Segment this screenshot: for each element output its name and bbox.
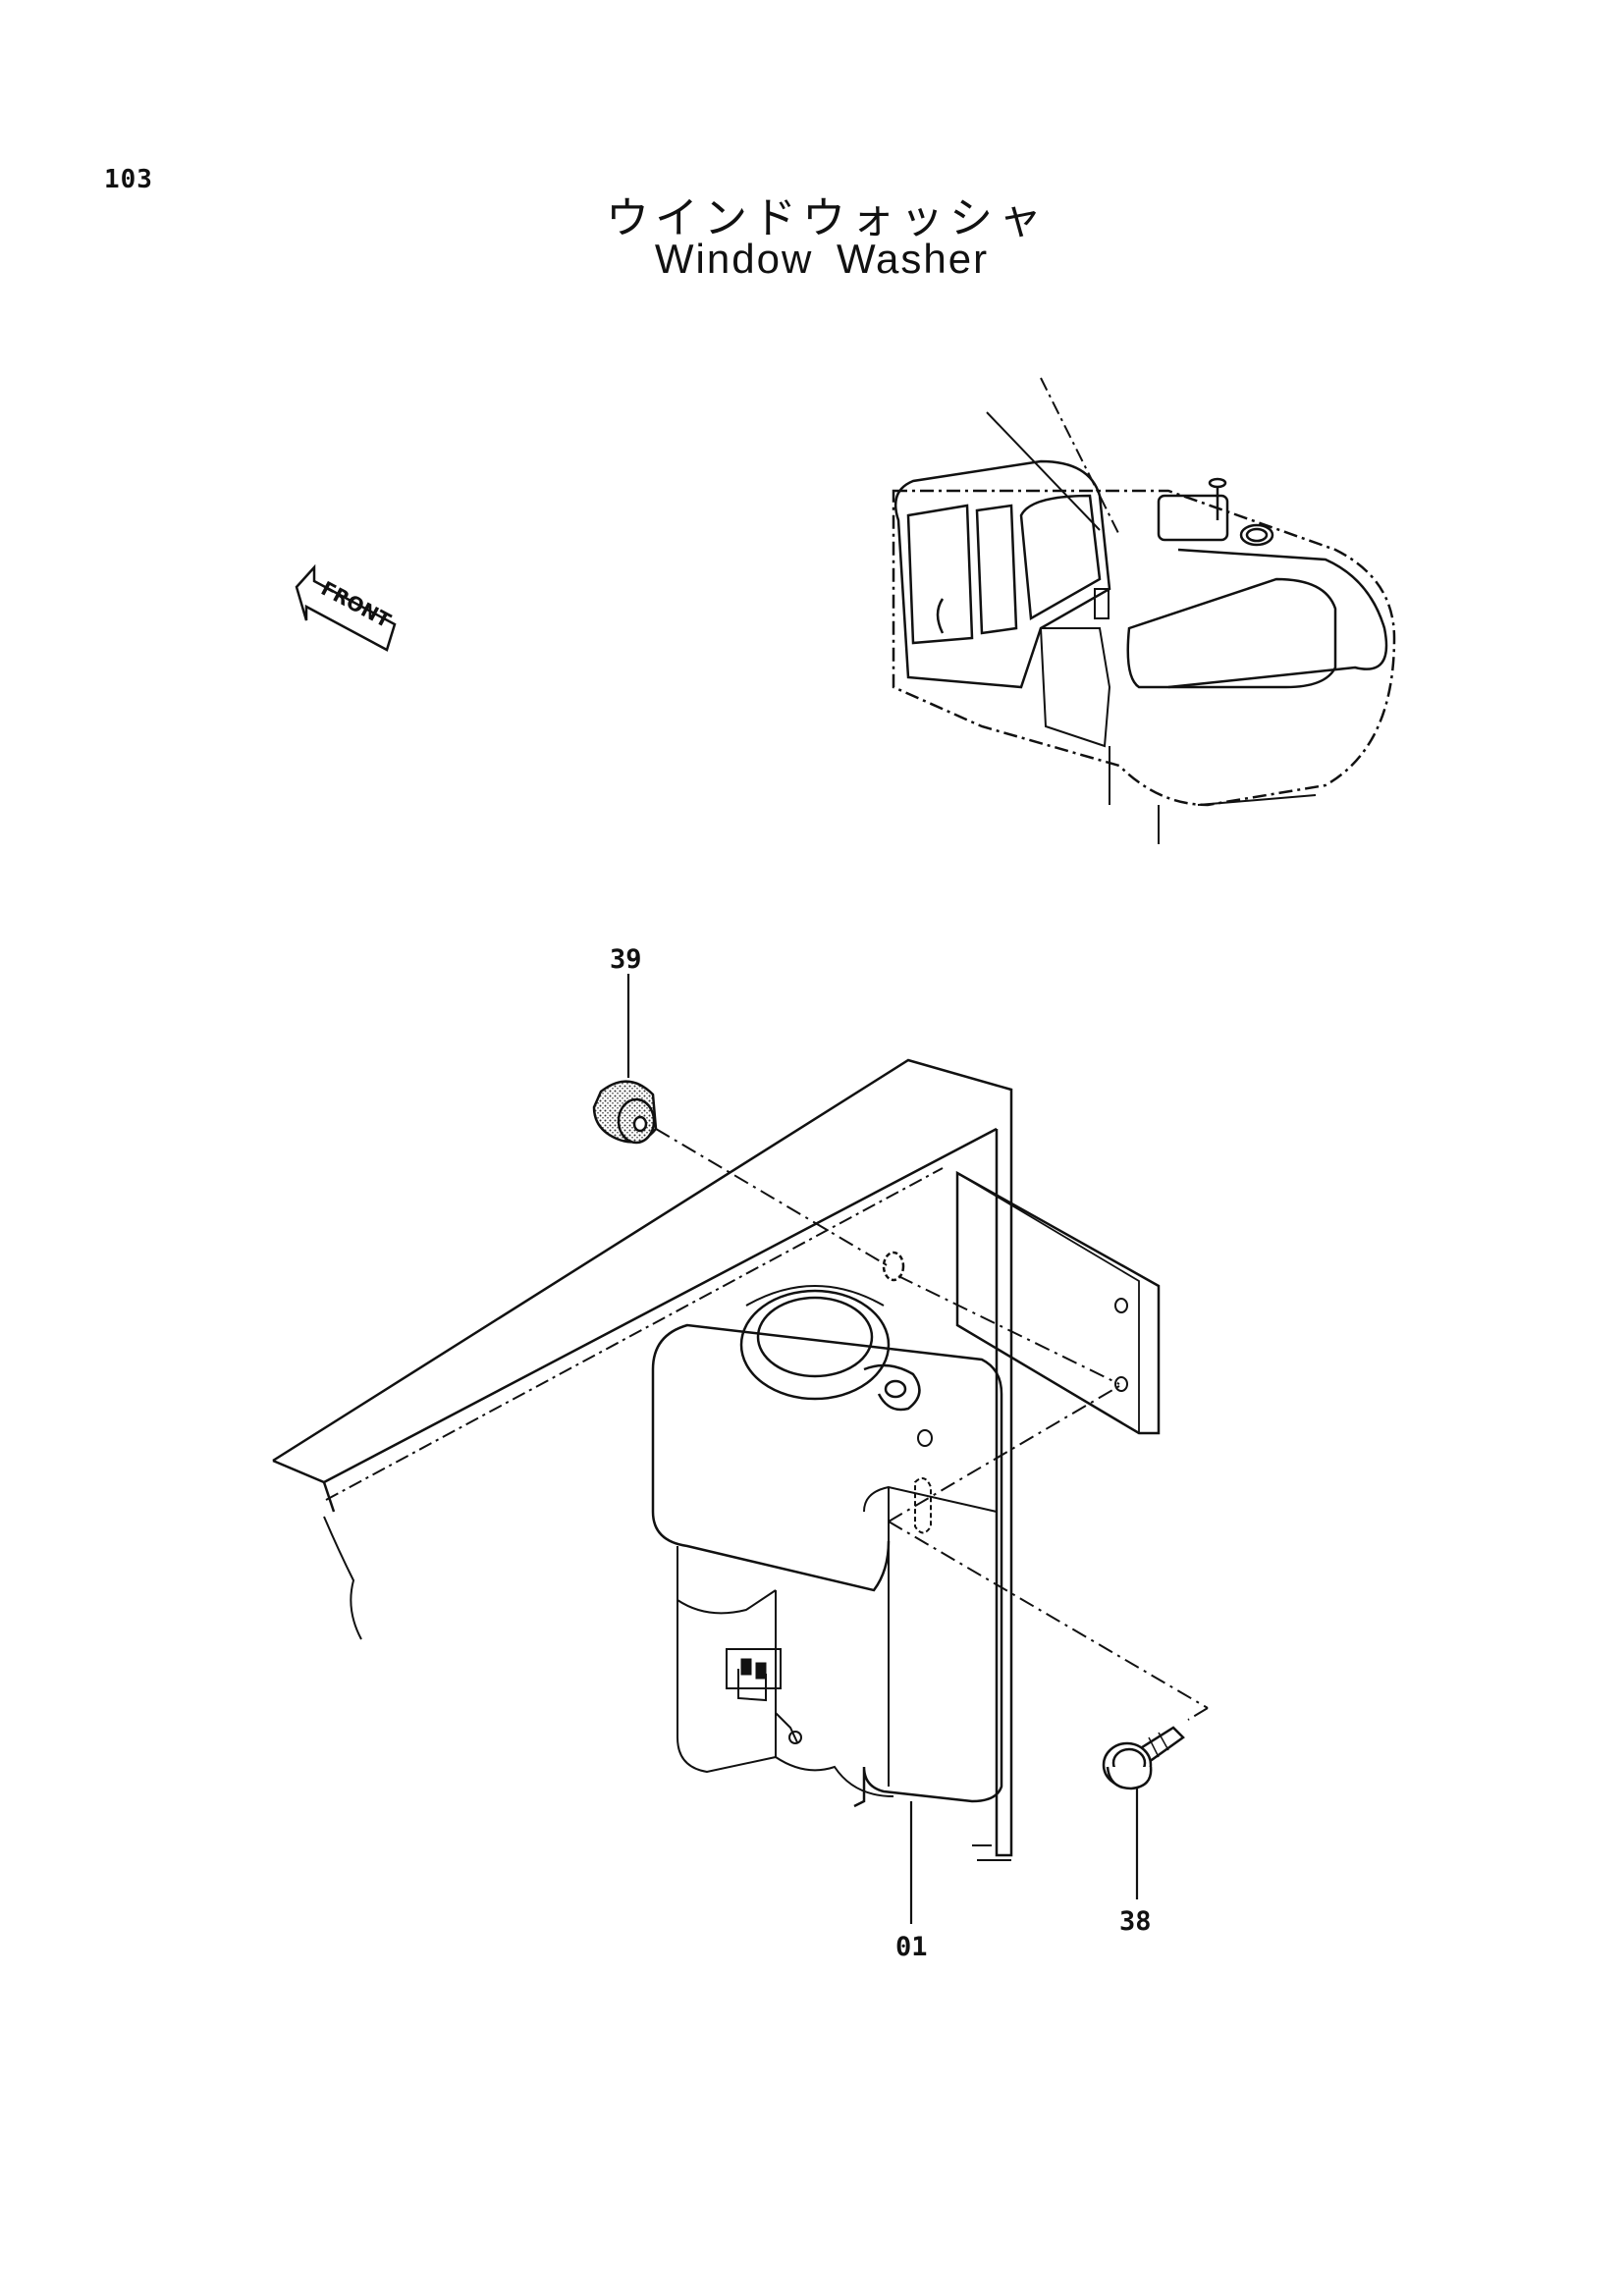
callout-01: 01 [895, 1932, 928, 1962]
callout-39: 39 [610, 944, 642, 975]
front-arrow: FRONT [295, 563, 397, 652]
flange-bolt [1102, 1726, 1185, 1790]
excavator-overview [892, 377, 1396, 844]
page-number: 103 [104, 165, 153, 194]
title-english: Window Washer [654, 236, 990, 282]
title-japanese: ウインドウォッシャ [606, 193, 1048, 243]
mounting-bracket [272, 1058, 1161, 1861]
leader-lines [626, 974, 1139, 1924]
grommet [592, 1080, 658, 1145]
washer-tank [651, 1285, 1003, 1808]
callout-38: 38 [1119, 1906, 1152, 1937]
alignment-lines [655, 1128, 1209, 1721]
